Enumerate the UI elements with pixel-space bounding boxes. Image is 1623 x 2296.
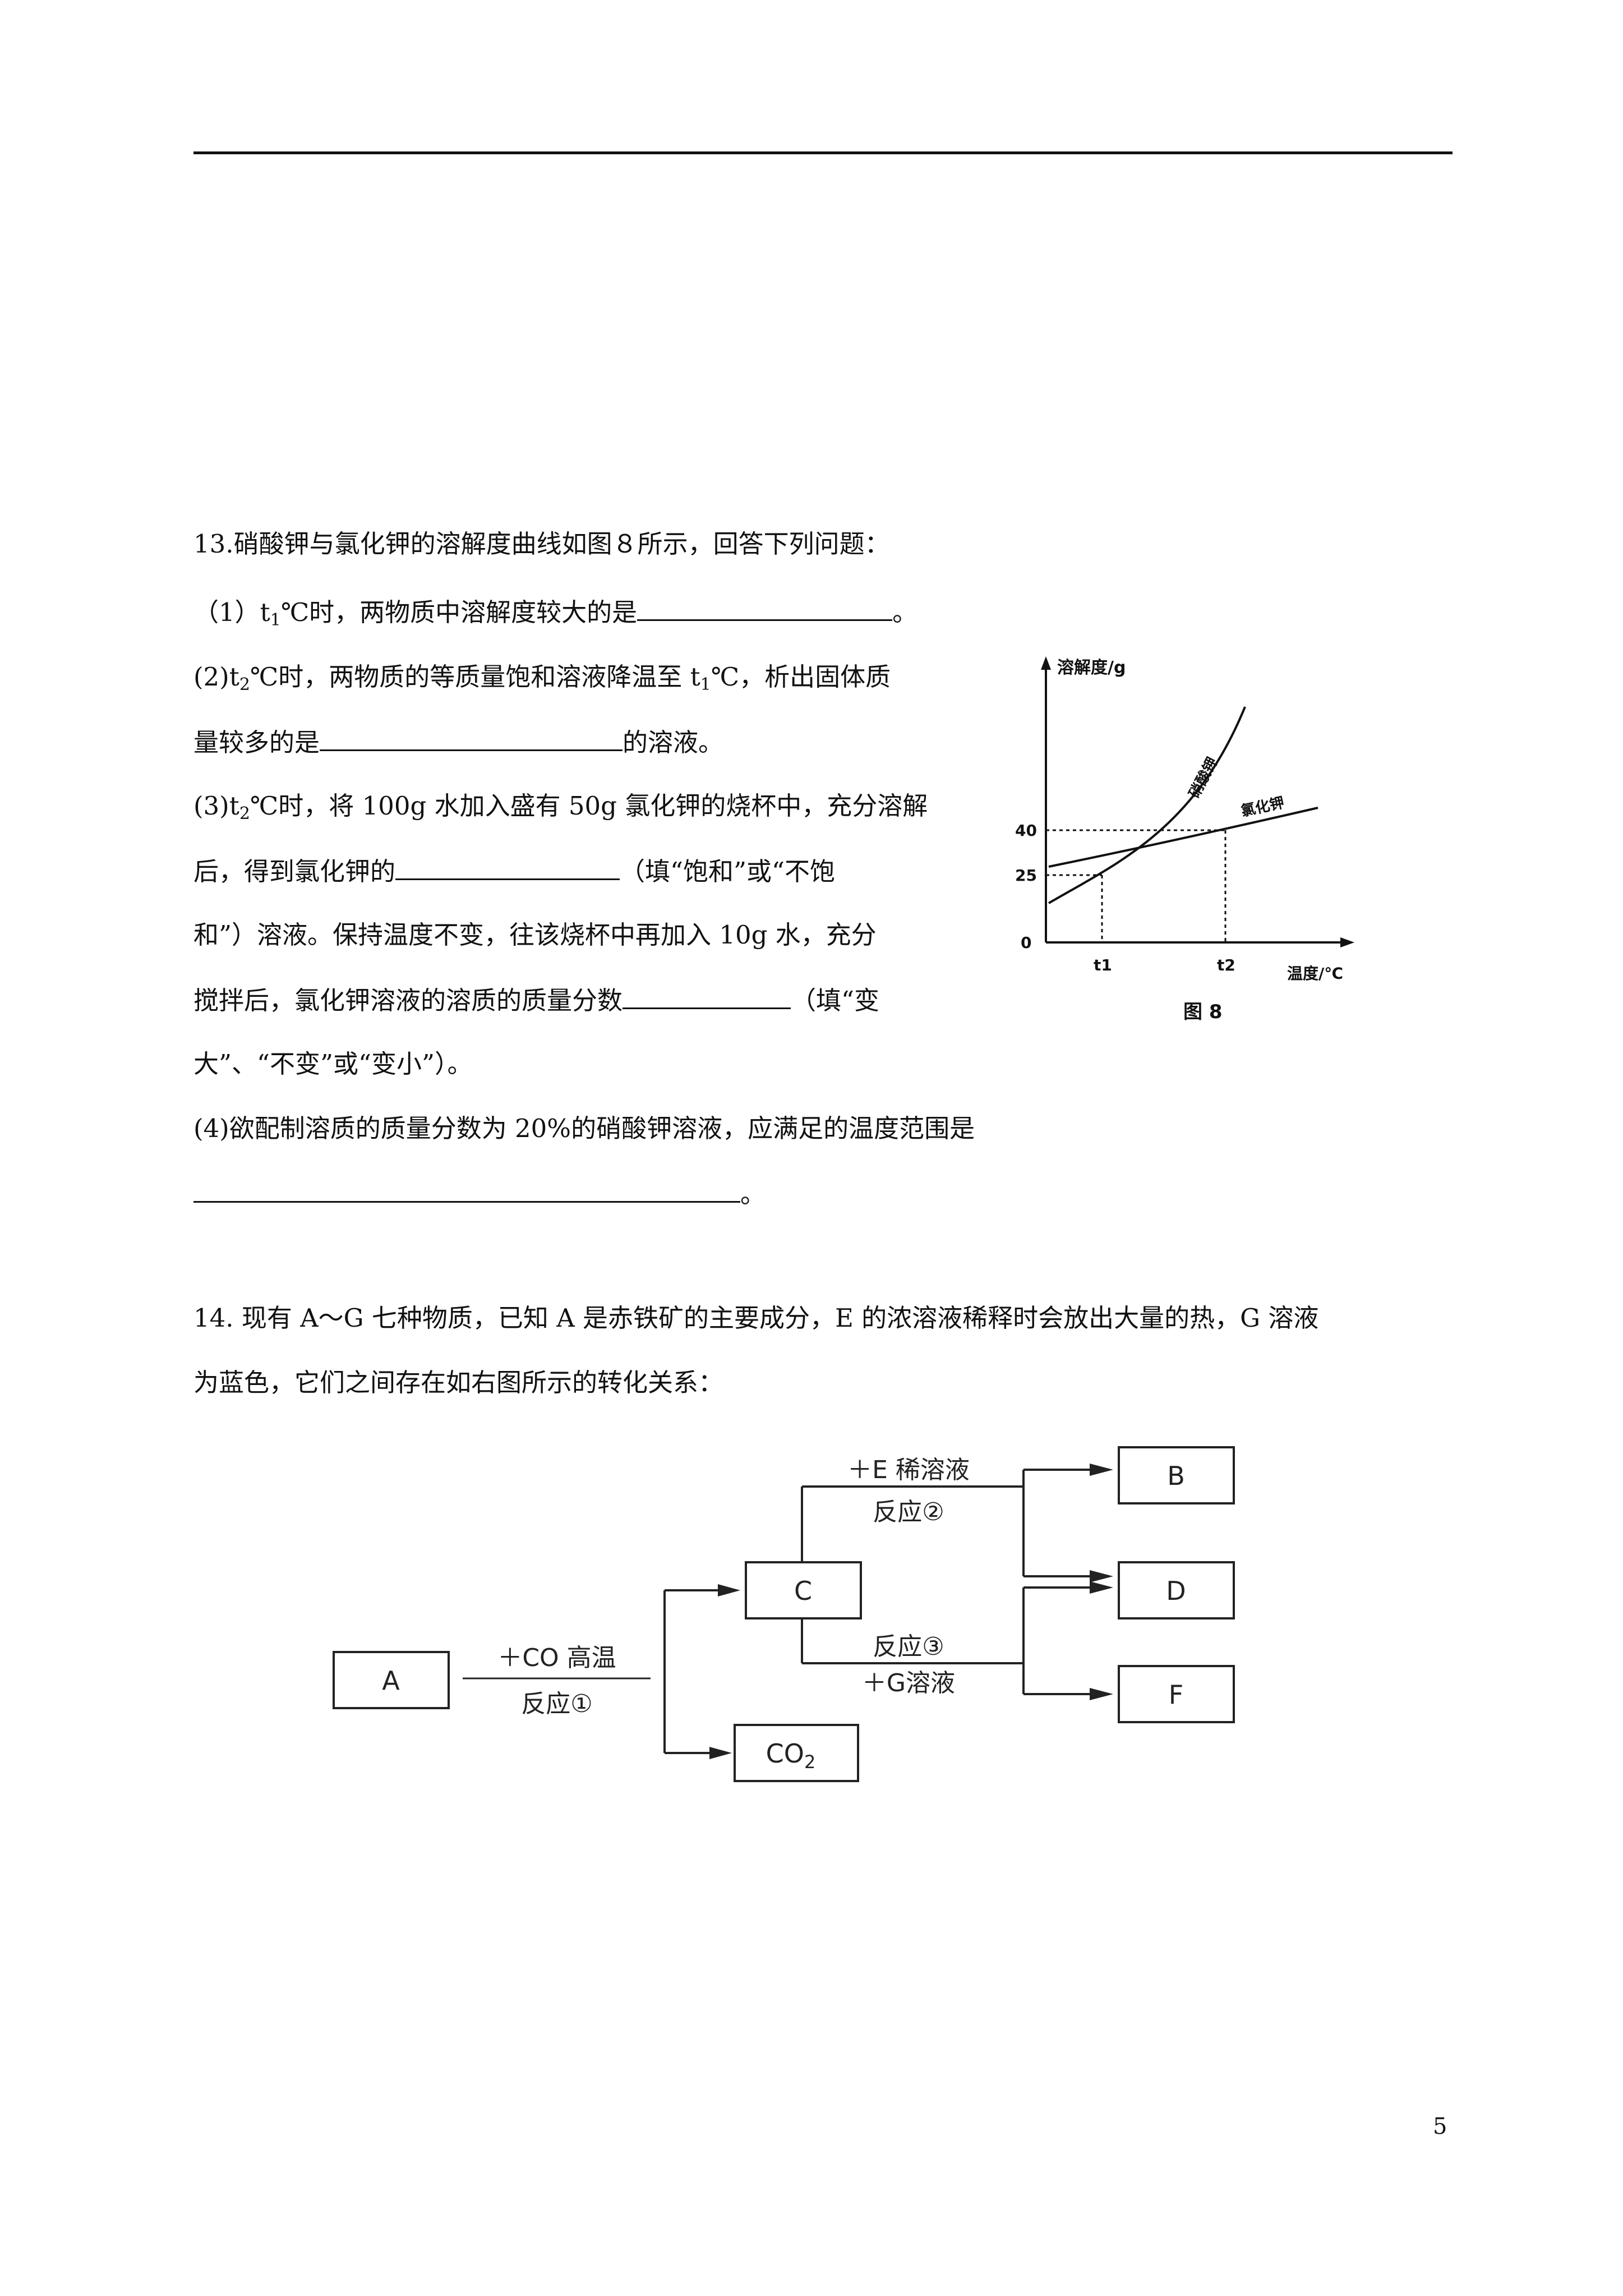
q13-part2-post: ℃，析出固体质 bbox=[711, 662, 891, 692]
q13-part3e: 大”、“不变”或“变小”）。 bbox=[193, 1049, 473, 1079]
q13-part1-text: ℃时，两物质中溶解度较大的是 bbox=[280, 597, 638, 627]
r2-label-bottom: 反应② bbox=[873, 1498, 944, 1526]
q13-part4b: 。 bbox=[193, 1176, 766, 1211]
box-c-label: C bbox=[794, 1576, 812, 1606]
q13-part3: (3)t2℃时，将 100g 水加入盛有 50g 氯化钾的烧杯中，充分溶解 bbox=[193, 789, 928, 831]
q13-part4-answer-blank[interactable] bbox=[193, 1176, 740, 1203]
q13-part1-pre: （1）t bbox=[193, 597, 270, 627]
q13-part3d-pre: 搅拌后，氯化钾溶液的溶质的质量分数 bbox=[193, 986, 623, 1015]
box-co2-main: CO bbox=[766, 1738, 804, 1769]
q13-part3-pre: (3)t bbox=[193, 791, 239, 821]
q13-part2-answer-blank[interactable] bbox=[320, 725, 623, 751]
r3-label-top: 反应③ bbox=[873, 1632, 944, 1661]
q13-part3-sub: 2 bbox=[239, 804, 250, 823]
q13-part2b: 量较多的是 的溶液。 bbox=[193, 725, 723, 760]
curve-kcl bbox=[1048, 807, 1318, 868]
figure-caption: 图 8 bbox=[1183, 1001, 1223, 1023]
arrowhead-co2 bbox=[709, 1747, 732, 1759]
r1-label-top: ＋CO 高温 bbox=[497, 1644, 616, 1672]
arrowhead-f bbox=[1090, 1688, 1113, 1700]
q13-part2b-post: 的溶液。 bbox=[623, 728, 724, 757]
y-tick-0: 0 bbox=[1021, 933, 1031, 952]
q13-part1-sub: 1 bbox=[270, 610, 281, 630]
solubility-figure: 溶解度/g 温度/℃ 40 25 0 t1 t2 硝酸钾 氯化钾 图 8 bbox=[1015, 656, 1354, 1023]
x-axis-label: 温度/℃ bbox=[1287, 964, 1343, 983]
r1-label-bottom: 反应① bbox=[521, 1690, 592, 1718]
box-d bbox=[1118, 1561, 1235, 1619]
q13-part2-pre: (2)t bbox=[193, 662, 239, 692]
r3-label-bottom: ＋G溶液 bbox=[862, 1669, 955, 1697]
q13-part3c: 和”）溶液。保持温度不变，往该烧杯中再加入 10g 水，充分 bbox=[193, 920, 877, 950]
q13-part3-post: ℃时，将 100g 水加入盛有 50g 氯化钾的烧杯中，充分溶解 bbox=[250, 791, 928, 821]
r2-label-top: ＋E 稀溶液 bbox=[847, 1456, 970, 1484]
page-number: 5 bbox=[1433, 2114, 1447, 2139]
box-co2-label: CO2 bbox=[766, 1738, 816, 1773]
q13-part2b-pre: 量较多的是 bbox=[193, 728, 320, 757]
q13-part3-answer-blank[interactable] bbox=[395, 854, 620, 880]
q14-line1: 14. 现有 A～G 七种物质，已知 A 是赤铁矿的主要成分，E 的浓溶液稀释时… bbox=[193, 1303, 1319, 1333]
q13-part1-answer-blank[interactable] bbox=[637, 595, 893, 621]
box-d-label: D bbox=[1166, 1576, 1186, 1606]
box-co2 bbox=[734, 1724, 859, 1782]
box-co2-sub: 2 bbox=[804, 1751, 815, 1773]
q13-part2-sub2: 1 bbox=[700, 675, 711, 694]
box-b-label: B bbox=[1167, 1461, 1185, 1491]
q13-part3d-post: （填“变 bbox=[791, 986, 880, 1015]
q13-part3d: 搅拌后，氯化钾溶液的溶质的质量分数 （填“变 bbox=[193, 983, 879, 1018]
box-a-label: A bbox=[382, 1665, 400, 1696]
q13-part2-mid: ℃时，两物质的等质量饱和溶液降温至 t bbox=[250, 662, 700, 692]
q13-part3d-answer-blank[interactable] bbox=[623, 983, 791, 1009]
q13-part4: (4)欲配制溶质的质量分数为 20%的硝酸钾溶液，应满足的温度范围是 bbox=[193, 1114, 975, 1143]
q13-part1: （1）t1℃时，两物质中溶解度较大的是 。 bbox=[193, 595, 917, 637]
box-f-label: F bbox=[1169, 1680, 1183, 1710]
y-axis-arrow bbox=[1041, 656, 1051, 670]
header-rule bbox=[193, 151, 1453, 154]
arrowhead-c bbox=[718, 1584, 740, 1596]
q13-stem: 13.硝酸钾与氯化钾的溶解度曲线如图８所示，回答下列问题： bbox=[193, 529, 890, 559]
y-axis-label: 溶解度/g bbox=[1057, 658, 1126, 678]
curve-kno3 bbox=[1048, 706, 1246, 904]
curve-label-kno3: 硝酸钾 bbox=[1186, 754, 1221, 801]
y-tick-40: 40 bbox=[1015, 821, 1037, 840]
reaction-flowchart: A C B D F CO2 ＋CO 高温 反应① ＋E 稀溶液 反应② 反应③ … bbox=[333, 1446, 1235, 1782]
q13-part2: (2)t2℃时，两物质的等质量饱和溶液降温至 t1℃，析出固体质 bbox=[193, 660, 891, 702]
y-tick-25: 25 bbox=[1015, 866, 1037, 885]
q13-part3b-post: （填“饱和”或“不饱 bbox=[620, 857, 836, 886]
q14-line2: 为蓝色，它们之间存在如右图所示的转化关系： bbox=[193, 1368, 724, 1397]
q13-part1-end: 。 bbox=[892, 597, 918, 627]
arrowhead-b bbox=[1090, 1464, 1113, 1476]
q13-part4-end: 。 bbox=[740, 1179, 766, 1209]
arrowhead-d-upper bbox=[1090, 1570, 1113, 1582]
x-tick-t1: t1 bbox=[1094, 956, 1112, 974]
x-tick-t2: t2 bbox=[1217, 956, 1235, 974]
x-axis-arrow bbox=[1340, 937, 1354, 947]
box-b bbox=[1118, 1446, 1235, 1504]
box-a bbox=[333, 1651, 450, 1709]
box-f bbox=[1118, 1665, 1235, 1723]
q13-part2-sub: 2 bbox=[239, 675, 250, 694]
arrowhead-d-lower bbox=[1090, 1581, 1113, 1594]
q13-part3b: 后，得到氯化钾的 （填“饱和”或“不饱 bbox=[193, 854, 835, 889]
q13-part3b-pre: 后，得到氯化钾的 bbox=[193, 857, 396, 886]
box-c bbox=[745, 1561, 862, 1619]
